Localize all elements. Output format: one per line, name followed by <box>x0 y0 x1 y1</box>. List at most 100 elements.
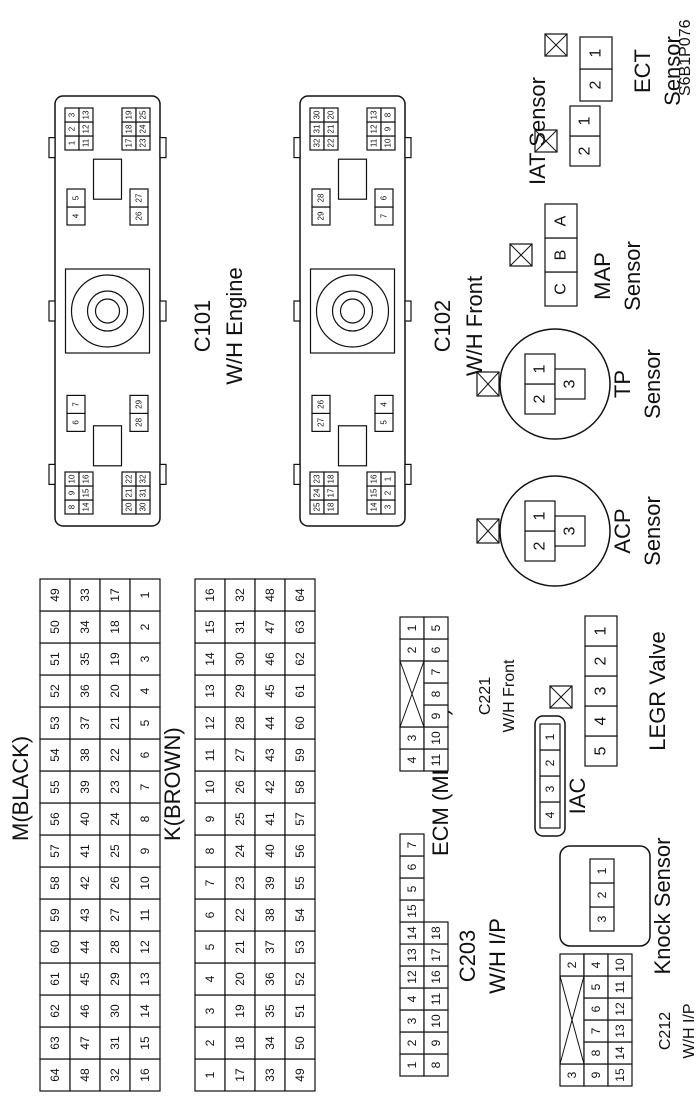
pin-number: 52 <box>48 684 62 698</box>
key-cross-line <box>476 371 500 397</box>
guide-block <box>92 425 123 467</box>
pin-number: 15 <box>405 904 419 918</box>
key-cross-line <box>534 129 558 153</box>
pin-number: 42 <box>263 780 277 794</box>
pin-number: 7 <box>72 402 81 407</box>
pin-number: 46 <box>263 652 277 666</box>
pin-number: 30 <box>108 1004 122 1018</box>
pin-number: 13 <box>138 972 152 986</box>
key-cross-line <box>399 660 425 728</box>
pin-number: 25 <box>139 110 148 119</box>
pin-number: 10 <box>68 474 77 483</box>
pin-number: 42 <box>78 876 92 890</box>
pin-number: 11 <box>429 753 443 766</box>
pin-number: 3 <box>543 785 557 792</box>
pin-number: 8 <box>68 504 77 509</box>
pin-number: 53 <box>48 716 62 730</box>
pin-number: 51 <box>293 1004 307 1018</box>
k-connector-label: K(BROWN) <box>160 727 185 841</box>
pin-number: 21 <box>233 940 247 954</box>
pin-number: 27 <box>233 748 247 762</box>
pin-number: 47 <box>78 1036 92 1050</box>
pin-number: 13 <box>370 110 379 119</box>
pin-cell <box>135 471 151 487</box>
pin-number: C <box>553 283 570 295</box>
pin-number: 1 <box>68 140 77 145</box>
pin-number: 55 <box>293 876 307 890</box>
pin-number: 61 <box>48 972 62 986</box>
pin-cell <box>66 188 86 208</box>
pin-number: 31 <box>233 620 247 634</box>
pin-number: 30 <box>139 502 148 511</box>
pin-number: 57 <box>48 844 62 858</box>
pin-number: 27 <box>108 908 122 922</box>
pin-number: 2 <box>532 541 549 550</box>
pin-number: 2 <box>138 623 152 630</box>
acp-sensor-name2: Sensor <box>640 496 665 566</box>
pin-cell <box>374 188 394 208</box>
pin-number: 2 <box>593 656 610 665</box>
pin-number: 3 <box>405 1017 419 1024</box>
pin-number: 44 <box>78 940 92 954</box>
map-sensor-name1: MAP <box>590 252 615 300</box>
pin-number: 20 <box>125 502 134 511</box>
pin-number: 43 <box>78 908 92 922</box>
c221-sub: W/H Front <box>501 659 518 732</box>
c101-name: C101 <box>190 300 215 353</box>
map-sensor-connector: CBA <box>509 203 578 307</box>
pin-number: 14 <box>370 502 379 511</box>
pin-number: 1 <box>595 867 609 874</box>
pin-cell <box>78 107 94 123</box>
pin-number: 27 <box>135 193 144 202</box>
guide-block <box>337 158 368 200</box>
pin-number: 6 <box>138 751 152 758</box>
pin-number: 17 <box>327 488 336 497</box>
pin-number: 2 <box>588 80 605 89</box>
pin-number: 1 <box>384 476 393 481</box>
pin-number: 30 <box>233 652 247 666</box>
pin-number: 32 <box>233 588 247 602</box>
pin-number: 17 <box>108 588 122 602</box>
pin-number: 1 <box>532 364 549 373</box>
pin-number: 8 <box>384 112 393 117</box>
pin-number: 1 <box>138 591 152 598</box>
pin-number: 18 <box>125 124 134 133</box>
pin-number: 43 <box>263 748 277 762</box>
bolt-inner-ring <box>339 298 366 324</box>
pin-number: 16 <box>370 474 379 483</box>
mounting-tab <box>293 300 301 322</box>
key-cross-line <box>549 685 573 709</box>
pin-number: 36 <box>263 972 277 986</box>
pin-number: 57 <box>293 812 307 826</box>
pin-number: 32 <box>313 138 322 147</box>
pin-number: 16 <box>138 1068 152 1082</box>
pin-number: 15 <box>82 488 91 497</box>
pin-number: 3 <box>562 379 579 388</box>
pin-number: 18 <box>233 1036 247 1050</box>
guide-block <box>337 425 368 467</box>
pin-cell <box>554 515 586 547</box>
pin-number: 50 <box>48 620 62 634</box>
pin-number: 25 <box>313 502 322 511</box>
pin-cell <box>78 471 94 487</box>
pin-number: 19 <box>125 110 134 119</box>
pin-number: 41 <box>263 812 277 826</box>
pin-number: 9 <box>203 815 217 822</box>
pin-cell <box>323 107 339 123</box>
pin-number: 4 <box>405 995 419 1002</box>
pin-number: 48 <box>263 588 277 602</box>
pin-number: 23 <box>108 780 122 794</box>
pin-cell <box>423 921 449 945</box>
pin-number: 64 <box>293 588 307 602</box>
pin-number: 9 <box>429 1039 443 1046</box>
pin-number: 28 <box>233 716 247 730</box>
pin-number: 18 <box>327 502 336 511</box>
pin-number: 15 <box>203 620 217 634</box>
pin-number: 23 <box>233 876 247 890</box>
legr-valve-name: LEGR Valve <box>645 631 670 750</box>
k-connector-grid: 1234567891011121314151617181920212223242… <box>194 578 316 1092</box>
tp-sensor-connector: 213 <box>476 328 611 440</box>
mounting-tab <box>159 136 167 159</box>
pin-number: 30 <box>313 110 322 119</box>
